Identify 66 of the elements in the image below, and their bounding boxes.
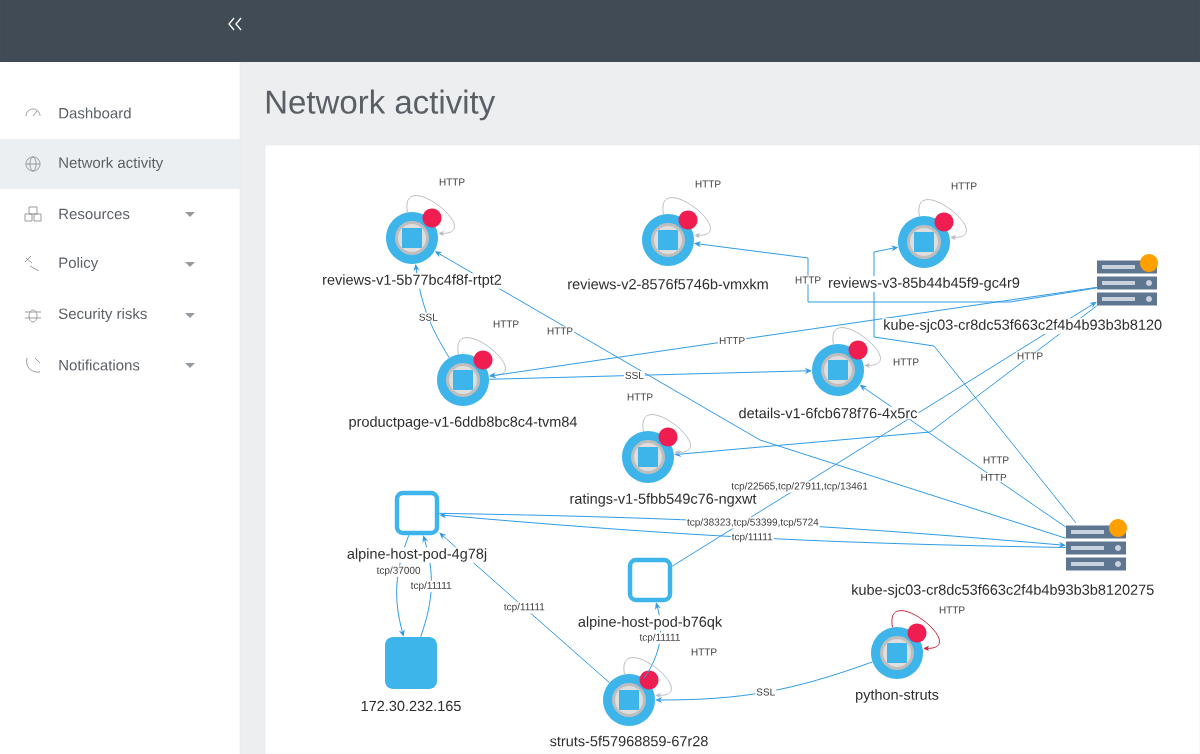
arrow xyxy=(435,251,1067,539)
edge-label: HTTP xyxy=(545,326,575,336)
container-node xyxy=(603,670,659,726)
arrow xyxy=(642,414,691,455)
edge-label: HTTP xyxy=(491,319,521,329)
edge-label: HTTP xyxy=(949,181,979,191)
node-label: kube-sjc03-cr8dc53f663c2f4b4b93b3b8120275 xyxy=(850,583,1156,599)
server-node xyxy=(1097,254,1158,306)
arrow xyxy=(655,661,873,703)
edge-label: HTTP xyxy=(937,605,967,615)
menu-item: Policy xyxy=(59,257,99,271)
node-label: productpage-v1-6ddb8bc8c4-tvm84 xyxy=(347,415,579,431)
host-node xyxy=(394,490,440,536)
host-node xyxy=(627,557,673,603)
edge-label: HTTP xyxy=(693,179,723,189)
edge-label: HTTP xyxy=(718,336,747,346)
container-node xyxy=(622,427,678,483)
container-node xyxy=(812,340,868,396)
edge-label: HTTP xyxy=(979,472,1008,482)
arrow xyxy=(860,385,1067,528)
edge-label: tcp/22565,tcp/27911,tcp/13461 xyxy=(730,481,869,493)
menu-item: Resources xyxy=(59,208,130,220)
container-node xyxy=(871,623,927,679)
arrow xyxy=(406,195,455,236)
arrow xyxy=(674,305,1098,457)
node-label: python-struts xyxy=(854,688,940,704)
container-node xyxy=(642,210,698,266)
edge-label: tcp/38323,tcp/53399,tcp/5724 xyxy=(685,517,820,529)
edge-label: tcp/11111 xyxy=(638,632,682,644)
server-node xyxy=(1066,519,1127,571)
node-label: ratings-v1-5fbb549c76-ngxwt xyxy=(568,492,758,508)
menu-item: Network activity xyxy=(0,139,240,189)
node-label: reviews-v3-85b44b45f9-gc4r9 xyxy=(827,276,1021,292)
edge-label: tcp/37000 xyxy=(375,565,422,577)
menu-item: Dashboard xyxy=(59,107,131,119)
arrow xyxy=(832,327,881,368)
arrow xyxy=(457,337,506,378)
edge-label: SSL xyxy=(417,312,439,322)
arrow xyxy=(623,657,672,698)
arrow xyxy=(918,199,967,240)
arrow xyxy=(488,368,812,380)
arrow xyxy=(873,245,1077,524)
menu-item: Notifications xyxy=(59,359,140,371)
menu-item: Security risks xyxy=(58,308,147,322)
edge-label: tcp/11111 xyxy=(409,580,453,592)
container-node xyxy=(437,350,493,406)
edge-label: HTTP xyxy=(625,392,655,402)
node-label: reviews-v1-5b77bc4f8f-rtpt2 xyxy=(321,273,503,289)
arrow xyxy=(489,286,1098,378)
container-node xyxy=(386,208,442,264)
edge-label: SSL xyxy=(623,370,645,380)
arrow xyxy=(891,610,940,651)
arrow xyxy=(662,197,711,238)
edge-label: HTTP xyxy=(793,275,823,285)
address-node xyxy=(385,637,437,689)
arrow xyxy=(694,241,1098,303)
container-node xyxy=(898,212,954,268)
edge-label: HTTP xyxy=(689,647,719,657)
page-title: Network activity xyxy=(266,89,496,121)
edge-label: HTTP xyxy=(981,455,1011,465)
edge-label: HTTP xyxy=(437,177,467,187)
edge-label: HTTP xyxy=(1015,351,1045,361)
node-label: kube-sjc03-cr8dc53f663c2f4b4b93b3b8120 xyxy=(882,318,1164,334)
node-label: alpine-host-pod-4g78j xyxy=(345,547,489,563)
edge-label: SSL xyxy=(755,687,777,697)
edge-label: HTTP xyxy=(891,357,921,367)
